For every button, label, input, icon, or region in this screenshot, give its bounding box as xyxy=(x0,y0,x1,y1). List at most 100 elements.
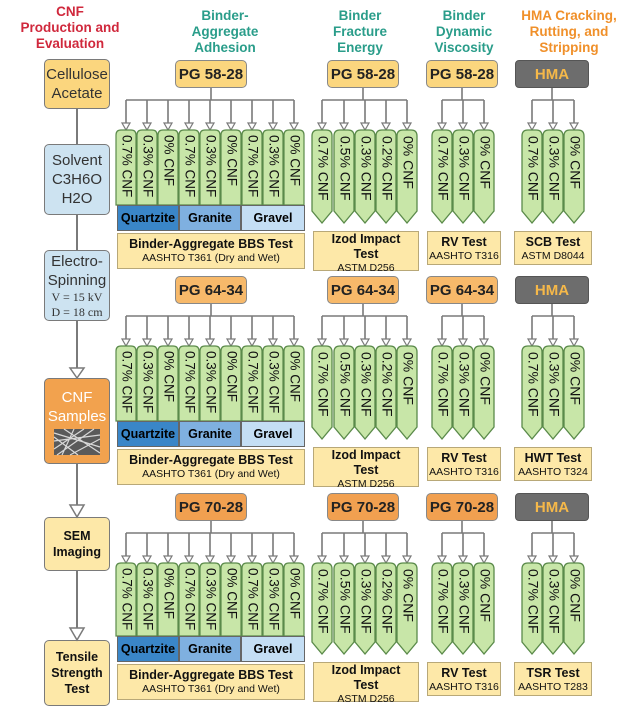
cnf-dosage-label: 0.7% CNF xyxy=(525,136,541,201)
rv-test-standard: AASHTO T316 xyxy=(429,681,499,693)
izod-test-title: Izod Impact Test xyxy=(331,232,401,261)
cnf-dosage-label: 0.7% CNF xyxy=(245,135,260,197)
viscosity-pill: 0.7% CNF xyxy=(431,345,453,441)
hma-test-title: SCB Test xyxy=(525,235,581,249)
hma-pill: 0% CNF xyxy=(563,562,585,656)
cnf-dosage-label: 0.3% CNF xyxy=(456,136,472,201)
izod-test-standard: ASTM D256 xyxy=(337,262,395,274)
izod-test-title: Izod Impact Test xyxy=(331,663,401,692)
bbs-test-box-row3: Binder-Aggregate BBS Test AASHTO T361 (D… xyxy=(117,664,305,700)
branch-connector xyxy=(531,304,575,340)
adhesion-pill: 0.7% CNF xyxy=(178,562,200,637)
cnf-dosage-label: 0% CNF xyxy=(567,569,583,622)
cnf-dosage-label: 0% CNF xyxy=(161,568,176,619)
cnf-dosage-label: 0% CNF xyxy=(567,136,583,189)
adhesion-pill: 0.7% CNF xyxy=(178,129,200,206)
cnf-dosage-label: 0% CNF xyxy=(161,351,176,402)
adhesion-pill: 0.7% CNF xyxy=(241,345,263,422)
cnf-dosage-label: 0% CNF xyxy=(287,135,302,186)
fracture-pill: 0.5% CNF xyxy=(333,562,355,656)
branch-connector xyxy=(125,521,295,557)
branch-connector xyxy=(321,304,408,340)
adhesion-pill: 0% CNF xyxy=(157,562,179,637)
branch-connector xyxy=(321,88,408,124)
cnf-dosage-label: 0.3% CNF xyxy=(140,351,155,413)
solvent-formula: C3H6O H2O xyxy=(51,171,102,207)
bbs-test-title: Binder-Aggregate BBS Test xyxy=(129,237,293,251)
hma-pill: 0.3% CNF xyxy=(542,562,564,656)
hma-test-box-row3: TSR Test AASHTO T283 xyxy=(514,662,592,696)
hma-test-title: TSR Test xyxy=(526,666,580,680)
solvent-label: Solvent xyxy=(51,152,103,169)
cellulose-acetate-label: Cellulose Acetate xyxy=(46,66,108,102)
fracture-pill: 0.7% CNF xyxy=(311,129,333,225)
izod-test-box-row2: Izod Impact Test ASTM D256 xyxy=(313,447,419,490)
cellulose-acetate-box: Cellulose Acetate xyxy=(44,59,110,109)
branch-connector xyxy=(531,521,575,557)
izod-test-box-row1: Izod Impact Test ASTM D256 xyxy=(313,231,419,274)
adhesion-pill: 0.3% CNF xyxy=(262,345,284,422)
fracture-pill: 0% CNF xyxy=(396,345,418,441)
rv-test-title: RV Test xyxy=(441,451,487,465)
hma-test-title: HWT Test xyxy=(524,451,582,465)
hma-test-standard: AASHTO T283 xyxy=(518,681,588,693)
cnf-dosage-label: 0% CNF xyxy=(287,568,302,619)
adhesion-pill: 0.7% CNF xyxy=(241,562,263,637)
branch-connector xyxy=(441,304,485,340)
adhesion-pill: 0.7% CNF xyxy=(115,345,137,422)
header-hma-cracking: HMA Cracking, Rutting, and Stripping xyxy=(521,8,617,55)
branch-connector xyxy=(321,521,408,557)
branch-connector xyxy=(441,521,485,557)
hma-pill: 0.3% CNF xyxy=(542,129,564,225)
cnf-dosage-label: 0.3% CNF xyxy=(140,135,155,197)
cnf-dosage-label: 0.7% CNF xyxy=(315,136,331,201)
branch-connector xyxy=(125,304,295,340)
rv-test-box-row3: RV Test AASHTO T316 xyxy=(427,662,501,696)
hma-box-row2: HMA xyxy=(515,276,589,304)
sem-imaging-label: SEM Imaging xyxy=(53,529,101,559)
cnf-dosage-label: 0.7% CNF xyxy=(435,569,451,634)
adhesion-pill: 0% CNF xyxy=(220,345,242,422)
cnf-dosage-label: 0.7% CNF xyxy=(525,569,541,634)
cnf-dosage-label: 0.5% CNF xyxy=(337,136,353,201)
hma-box-row1: HMA xyxy=(515,60,589,88)
cnf-dosage-label: 0.5% CNF xyxy=(337,352,353,417)
hma-test-standard: ASTM D8044 xyxy=(521,250,585,262)
viscosity-pill: 0.7% CNF xyxy=(431,562,453,656)
fracture-pill: 0.5% CNF xyxy=(333,129,355,225)
hma-pill: 0.7% CNF xyxy=(521,129,543,225)
izod-test-box-row3: Izod Impact Test ASTM D256 xyxy=(313,662,419,705)
aggregate-granite-row3: Granite xyxy=(179,636,241,662)
rv-test-box-row2: RV Test AASHTO T316 xyxy=(427,447,501,481)
cnf-dosage-label: 0% CNF xyxy=(224,351,239,402)
fracture-pill: 0.2% CNF xyxy=(375,562,397,656)
branch-connector xyxy=(125,88,295,124)
grade-box-fracture-row2: PG 64-34 xyxy=(327,276,399,304)
cnf-dosage-label: 0% CNF xyxy=(477,352,493,405)
cnf-dosage-label: 0.3% CNF xyxy=(358,569,374,634)
cnf-dosage-label: 0.2% CNF xyxy=(379,569,395,634)
cnf-dosage-label: 0.2% CNF xyxy=(379,136,395,201)
adhesion-pill: 0.7% CNF xyxy=(241,129,263,206)
tensile-strength-box: Tensile Strength Test xyxy=(44,640,110,706)
grade-box-viscosity-row1: PG 58-28 xyxy=(426,60,498,88)
cnf-dosage-label: 0.3% CNF xyxy=(266,568,281,630)
aggregate-gravel-row3: Gravel xyxy=(241,636,305,662)
viscosity-pill: 0.7% CNF xyxy=(431,129,453,225)
cnf-dosage-label: 0.7% CNF xyxy=(525,352,541,417)
fracture-pill: 0.3% CNF xyxy=(354,345,376,441)
fracture-pill: 0.7% CNF xyxy=(311,345,333,441)
bbs-test-standard: AASHTO T361 (Dry and Wet) xyxy=(142,683,280,695)
grade-box-adhesion-row2: PG 64-34 xyxy=(175,276,247,304)
hma-pill: 0.7% CNF xyxy=(521,345,543,441)
adhesion-pill: 0.3% CNF xyxy=(199,345,221,422)
cnf-dosage-label: 0.3% CNF xyxy=(358,352,374,417)
branch-connector xyxy=(441,88,485,124)
cnf-dosage-label: 0% CNF xyxy=(287,351,302,402)
header-cnf-production: CNF Production and Evaluation xyxy=(20,4,120,51)
cnf-dosage-label: 0.7% CNF xyxy=(315,569,331,634)
adhesion-pill: 0.3% CNF xyxy=(199,129,221,206)
adhesion-pill: 0.3% CNF xyxy=(136,562,158,637)
